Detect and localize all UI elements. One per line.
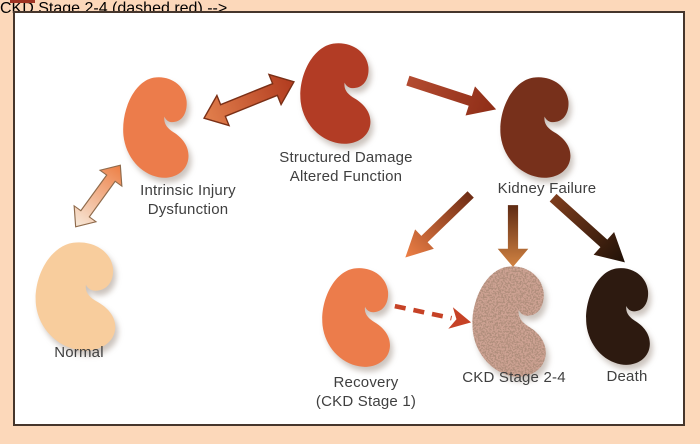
label-normal: Normal: [29, 344, 129, 363]
label-normal-text: Normal: [54, 344, 104, 361]
label-recovery-line1: Recovery: [333, 374, 399, 391]
label-intrinsic-line1: Intrinsic Injury: [140, 182, 236, 199]
label-failure-text: Kidney Failure: [497, 180, 597, 197]
cropped-edge-artifact: [10, 0, 35, 3]
label-structured-damage: Structured Damage Altered Function: [256, 149, 436, 187]
label-ckd-stage-2-4: CKD Stage 2-4: [434, 369, 594, 388]
arrow-normal-intrinsic: [73, 164, 123, 228]
arrow-failure-death: [549, 193, 625, 263]
arrow-failure-recovery: [405, 191, 474, 258]
label-intrinsic-injury: Intrinsic Injury Dysfunction: [108, 182, 268, 220]
label-kidney-failure: Kidney Failure: [477, 180, 617, 199]
label-intrinsic-line2: Dysfunction: [147, 200, 229, 218]
arrow-recovery-ckd-dashed: [394, 303, 472, 329]
kidney-icon-intrinsic-injury: [123, 77, 189, 178]
label-ckd-text: CKD Stage 2-4: [462, 369, 566, 386]
kidney-icon-ckd-stage-2-4: [472, 266, 546, 377]
label-death: Death: [577, 368, 677, 387]
arrow-failure-ckd: [497, 205, 529, 267]
label-structured-line1: Structured Damage: [279, 149, 413, 166]
kidney-icon-kidney-failure: [500, 77, 571, 178]
arrow-structured-failure: [406, 75, 497, 116]
label-structured-line2: Altered Function: [289, 167, 403, 185]
label-recovery-line2: (CKD Stage 1): [315, 392, 417, 410]
kidney-icon-normal: [35, 242, 116, 351]
kidney-icon-structured-damage: [300, 43, 371, 144]
label-recovery: Recovery (CKD Stage 1): [286, 374, 446, 412]
arrow-intrinsic-structured: [203, 73, 295, 127]
kidney-icon-death: [586, 268, 650, 365]
label-death-text: Death: [606, 368, 648, 385]
